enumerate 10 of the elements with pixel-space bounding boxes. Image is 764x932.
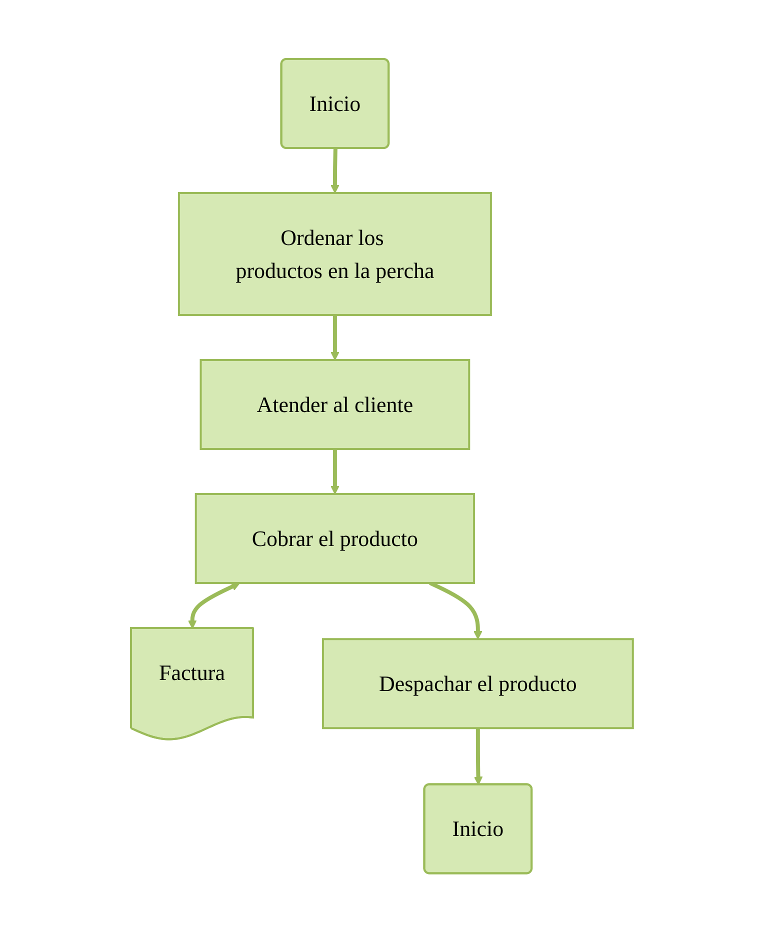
arrow [330, 314, 340, 360]
arrow [188, 582, 240, 629]
node-box: Ordenar los productos en la percha [178, 192, 492, 316]
node-box: Atender al cliente [200, 358, 470, 450]
node-box: Cobrar el producto [194, 492, 476, 584]
arrow [429, 581, 482, 640]
arrow [330, 448, 340, 494]
node-box: Despachar el producto [322, 638, 634, 729]
arrow [330, 148, 340, 194]
arrow [474, 728, 483, 785]
